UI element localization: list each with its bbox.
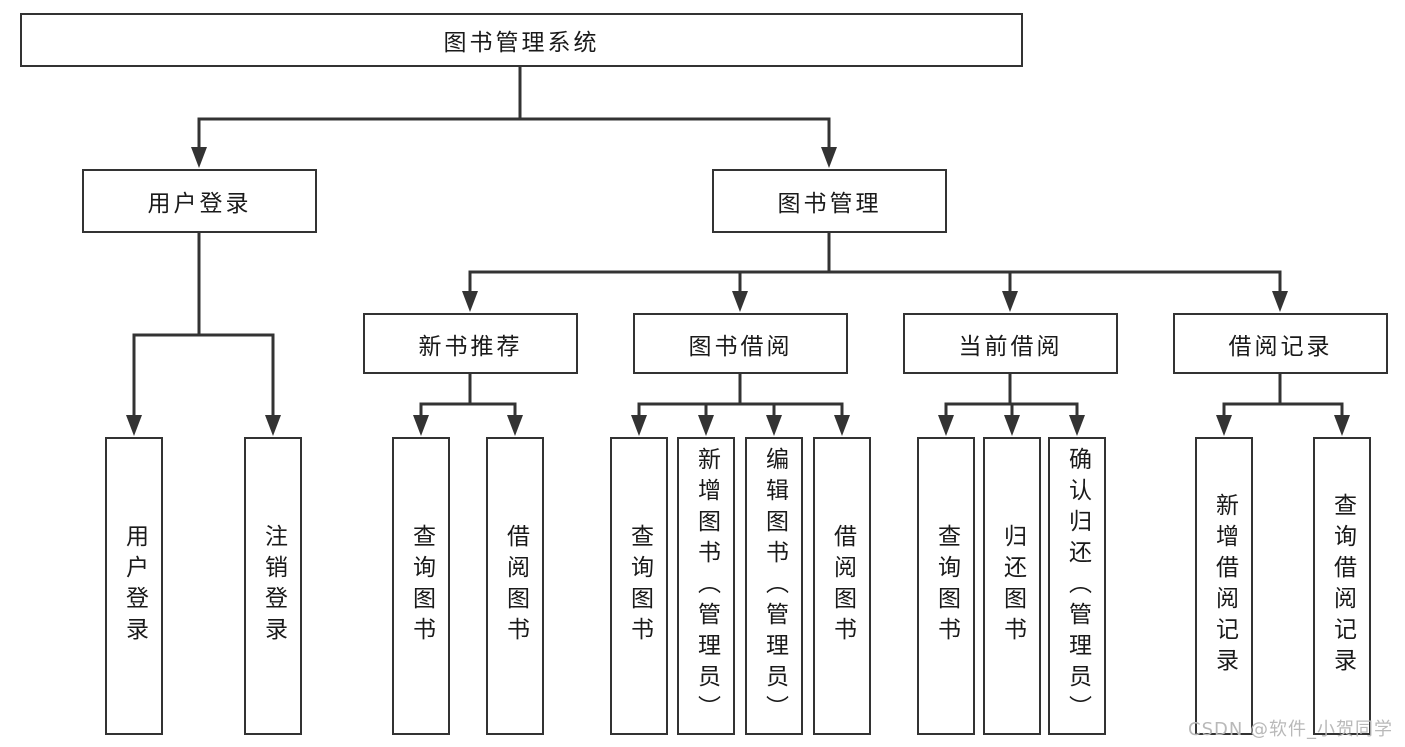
- connector-root-to-level2: [197, 65, 831, 151]
- leaf-add-borrow-record-label: 新增借阅记录: [1211, 493, 1238, 679]
- leaf-query-borrow-record-label: 查询借阅记录: [1329, 493, 1356, 679]
- node-current-borrowing: 当前借阅: [903, 313, 1118, 374]
- leaf-query-books-current: 查询图书: [917, 437, 975, 735]
- leaf-query-books-recommend: 查询图书: [392, 437, 450, 735]
- leaf-confirm-return-admin-label: 确认归还（管理员）: [1064, 446, 1091, 726]
- leaf-query-books-borrowing: 查询图书: [610, 437, 668, 735]
- leaf-query-books-recommend-label: 查询图书: [408, 524, 435, 648]
- connector-book-borrowing-to-leaves: [637, 372, 844, 419]
- connector-current-borrowing-to-leaves: [944, 372, 1079, 419]
- node-user-login: 用户登录: [82, 169, 317, 233]
- leaf-logout: 注销登录: [244, 437, 302, 735]
- leaf-borrow-books-borrowing: 借阅图书: [813, 437, 871, 735]
- leaf-borrow-books-recommend: 借阅图书: [486, 437, 544, 735]
- leaf-query-books-current-label: 查询图书: [933, 524, 960, 648]
- leaf-edit-book-admin: 编辑图书（管理员）: [745, 437, 803, 735]
- leaf-add-borrow-record: 新增借阅记录: [1195, 437, 1253, 735]
- connector-new-book-recommendation-to-leaves: [419, 372, 517, 419]
- leaf-add-book-admin: 新增图书（管理员）: [677, 437, 735, 735]
- leaf-query-books-borrowing-label: 查询图书: [626, 524, 653, 648]
- arrowhead-icons: [126, 147, 1350, 436]
- connector-user-login-to-leaves: [132, 231, 275, 419]
- leaf-logout-label: 注销登录: [260, 524, 287, 648]
- node-book-management: 图书管理: [712, 169, 947, 233]
- leaf-query-borrow-record: 查询借阅记录: [1313, 437, 1371, 735]
- node-new-book-recommendation: 新书推荐: [363, 313, 578, 374]
- node-library-management-system: 图书管理系统: [20, 13, 1023, 67]
- leaf-edit-book-admin-label: 编辑图书（管理员）: [761, 446, 788, 726]
- connector-borrowing-records-to-leaves: [1222, 372, 1344, 419]
- node-borrowing-records: 借阅记录: [1173, 313, 1388, 374]
- leaf-user-login-label: 用户登录: [121, 524, 148, 648]
- csdn-watermark: CSDN @软件_小贺同学: [1188, 719, 1394, 740]
- leaf-return-book-label: 归还图书: [999, 524, 1026, 648]
- leaf-user-login: 用户登录: [105, 437, 163, 735]
- leaf-return-book: 归还图书: [983, 437, 1041, 735]
- connector-book-management-to-level3: [468, 231, 1282, 295]
- leaf-borrow-books-borrowing-label: 借阅图书: [829, 524, 856, 648]
- node-book-borrowing: 图书借阅: [633, 313, 848, 374]
- leaf-borrow-books-recommend-label: 借阅图书: [502, 524, 529, 648]
- leaf-confirm-return-admin: 确认归还（管理员）: [1048, 437, 1106, 735]
- leaf-add-book-admin-label: 新增图书（管理员）: [693, 446, 720, 726]
